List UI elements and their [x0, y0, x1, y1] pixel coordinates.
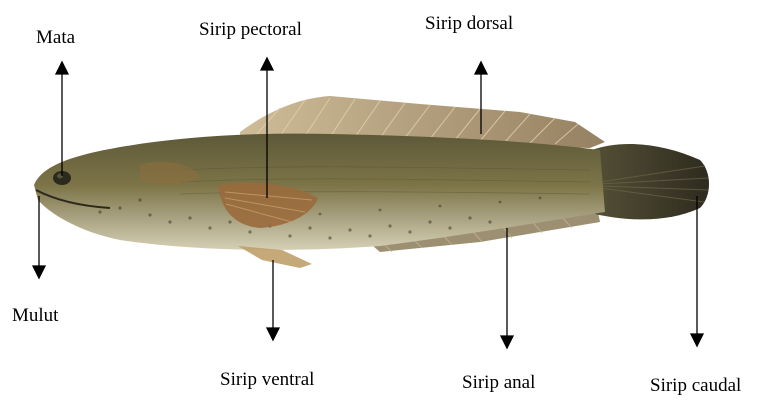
arrowhead-sirip-anal: [501, 336, 513, 348]
arrowhead-sirip-pectoral: [261, 58, 273, 70]
arrowhead-sirip-ventral: [267, 328, 279, 340]
label-sirip-dorsal: Sirip dorsal: [425, 14, 513, 33]
label-sirip-caudal: Sirip caudal: [650, 376, 741, 395]
arrowhead-sirip-caudal: [691, 334, 703, 346]
label-mulut: Mulut: [12, 306, 58, 325]
label-mata: Mata: [36, 28, 75, 47]
arrowhead-mulut: [33, 266, 45, 278]
arrowhead-sirip-dorsal: [475, 62, 487, 74]
caudal-fin: [592, 144, 709, 219]
label-sirip-pectoral: Sirip pectoral: [199, 20, 302, 39]
label-sirip-ventral: Sirip ventral: [220, 370, 314, 389]
arrowhead-mata: [56, 62, 68, 74]
label-sirip-anal: Sirip anal: [462, 373, 535, 392]
